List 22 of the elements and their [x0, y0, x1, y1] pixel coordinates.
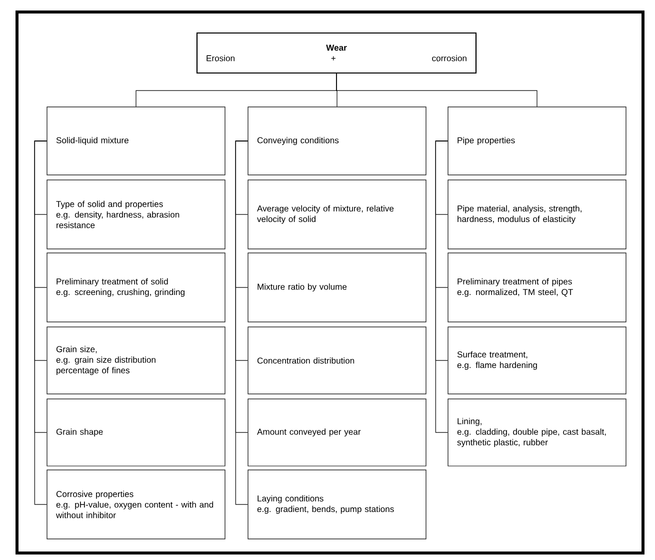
- connector: [34, 140, 47, 505]
- factor-box: Preliminary treatment of solid e.g. screening, crushing, grinding: [46, 252, 226, 322]
- factor-box: Laying conditions e.g. gradient, bends, pump stations: [248, 470, 426, 540]
- factor-box: Preliminary treatment of pipes e.g. normalized, TM steel, QT: [448, 252, 626, 322]
- factor-box: Corrosive properties e.g. pH-value, oxygen content - with and without inhibitor: [46, 470, 226, 540]
- connector: [235, 140, 248, 505]
- factor-box: Grain shape: [46, 398, 226, 466]
- category-box: Solid-liquid mixture: [46, 106, 226, 176]
- connector: [435, 140, 448, 433]
- factor-box: Concentration distribution: [248, 326, 426, 394]
- factor-box: Mixture ratio by volume: [248, 252, 426, 322]
- factor-box: Surface treatment, e.g. flame hardening: [448, 326, 626, 394]
- factor-box: Grain size, e.g. grain size distribution percentage of fines: [46, 326, 226, 394]
- factor-box: Amount conveyed per year: [248, 398, 426, 466]
- factor-box: Pipe material, analysis, strength, hardness, modulus of elasticity: [448, 180, 626, 250]
- category-box: Pipe properties: [448, 106, 626, 176]
- factor-box: Average velocity of mixture, relative velocity of solid: [248, 180, 426, 250]
- factor-box: Lining, e.g. cladding, double pipe, cast basalt, synthetic plastic, rubber: [448, 398, 626, 466]
- title-box: Wear Erosion + corrosion: [196, 32, 477, 74]
- connector: [336, 73, 538, 107]
- category-box: Conveying conditions: [248, 106, 426, 176]
- factor-box: Type of solid and properties e.g. density, hardness, abrasion resistance: [46, 180, 226, 250]
